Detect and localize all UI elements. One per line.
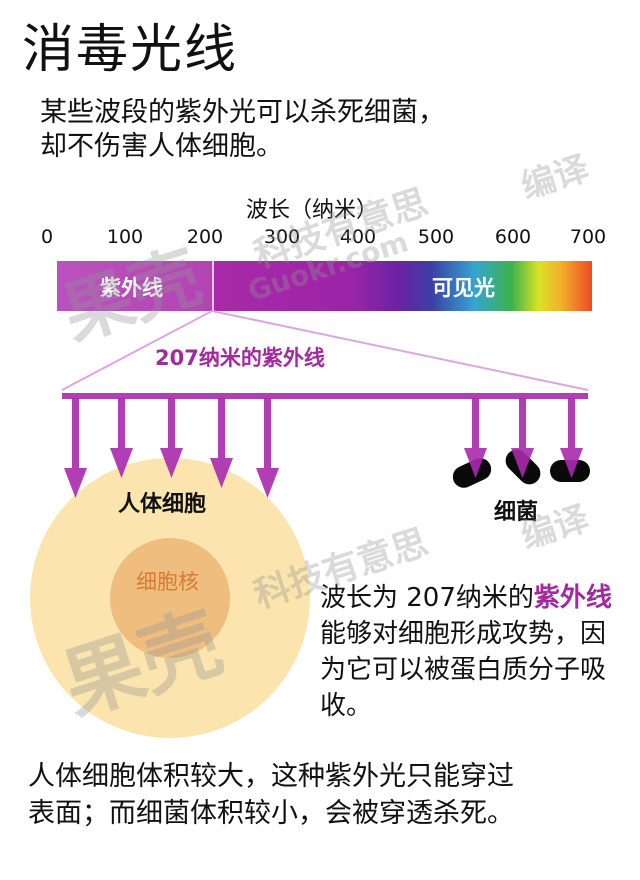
tick-0: 0 <box>40 226 54 248</box>
visible-light-label: 可见光 <box>432 276 495 300</box>
tick-300: 300 <box>263 226 301 248</box>
human-cell-label: 人体细胞 <box>118 492 207 517</box>
uv-region <box>57 261 214 311</box>
uv-beam <box>62 393 588 399</box>
explanation-part-1: 波长为 207纳米的 <box>320 583 534 613</box>
explanation-highlight: 紫外线 <box>533 583 612 613</box>
spectrum-bar <box>57 261 592 311</box>
subtitle-line-1: 某些波段的紫外光可以杀死细菌， <box>40 97 445 128</box>
tick-600: 600 <box>494 226 532 248</box>
explanation-part-2: 能够对细胞形成攻势，因为它可以被蛋白质分子吸收。 <box>320 619 607 721</box>
subtitle-line-2: 却不伤害人体细胞。 <box>40 131 283 162</box>
subtitle: 某些波段的紫外光可以杀死细菌， 却不伤害人体细胞。 <box>40 96 560 164</box>
tick-100: 100 <box>106 226 144 248</box>
axis-label: 波长（纳米） <box>246 198 379 223</box>
tick-400: 400 <box>339 226 377 248</box>
uv-label: 紫外线 <box>100 276 163 300</box>
footer-line-1: 人体细胞体积较大，这种紫外光只能穿过 <box>28 761 514 792</box>
page-title: 消毒光线 <box>22 20 239 80</box>
nucleus-label: 细胞核 <box>136 570 199 594</box>
explanation-text: 波长为 207纳米的紫外线能够对细胞形成攻势，因为它可以被蛋白质分子吸收。 <box>320 580 620 724</box>
cell-nucleus <box>110 538 230 658</box>
tick-200: 200 <box>186 226 224 248</box>
callout-lines <box>61 310 589 391</box>
footer-line-2: 表面；而细菌体积较小，会被穿透杀死。 <box>28 798 514 829</box>
tick-500: 500 <box>417 226 455 248</box>
callout-label: 207纳米的紫外线 <box>155 346 325 370</box>
tick-700: 700 <box>569 226 607 248</box>
uv-arrows <box>64 398 583 498</box>
footer-text: 人体细胞体积较大，这种紫外光只能穿过 表面；而细菌体积较小，会被穿透杀死。 <box>28 758 628 832</box>
bacteria-label: 细菌 <box>494 500 539 525</box>
